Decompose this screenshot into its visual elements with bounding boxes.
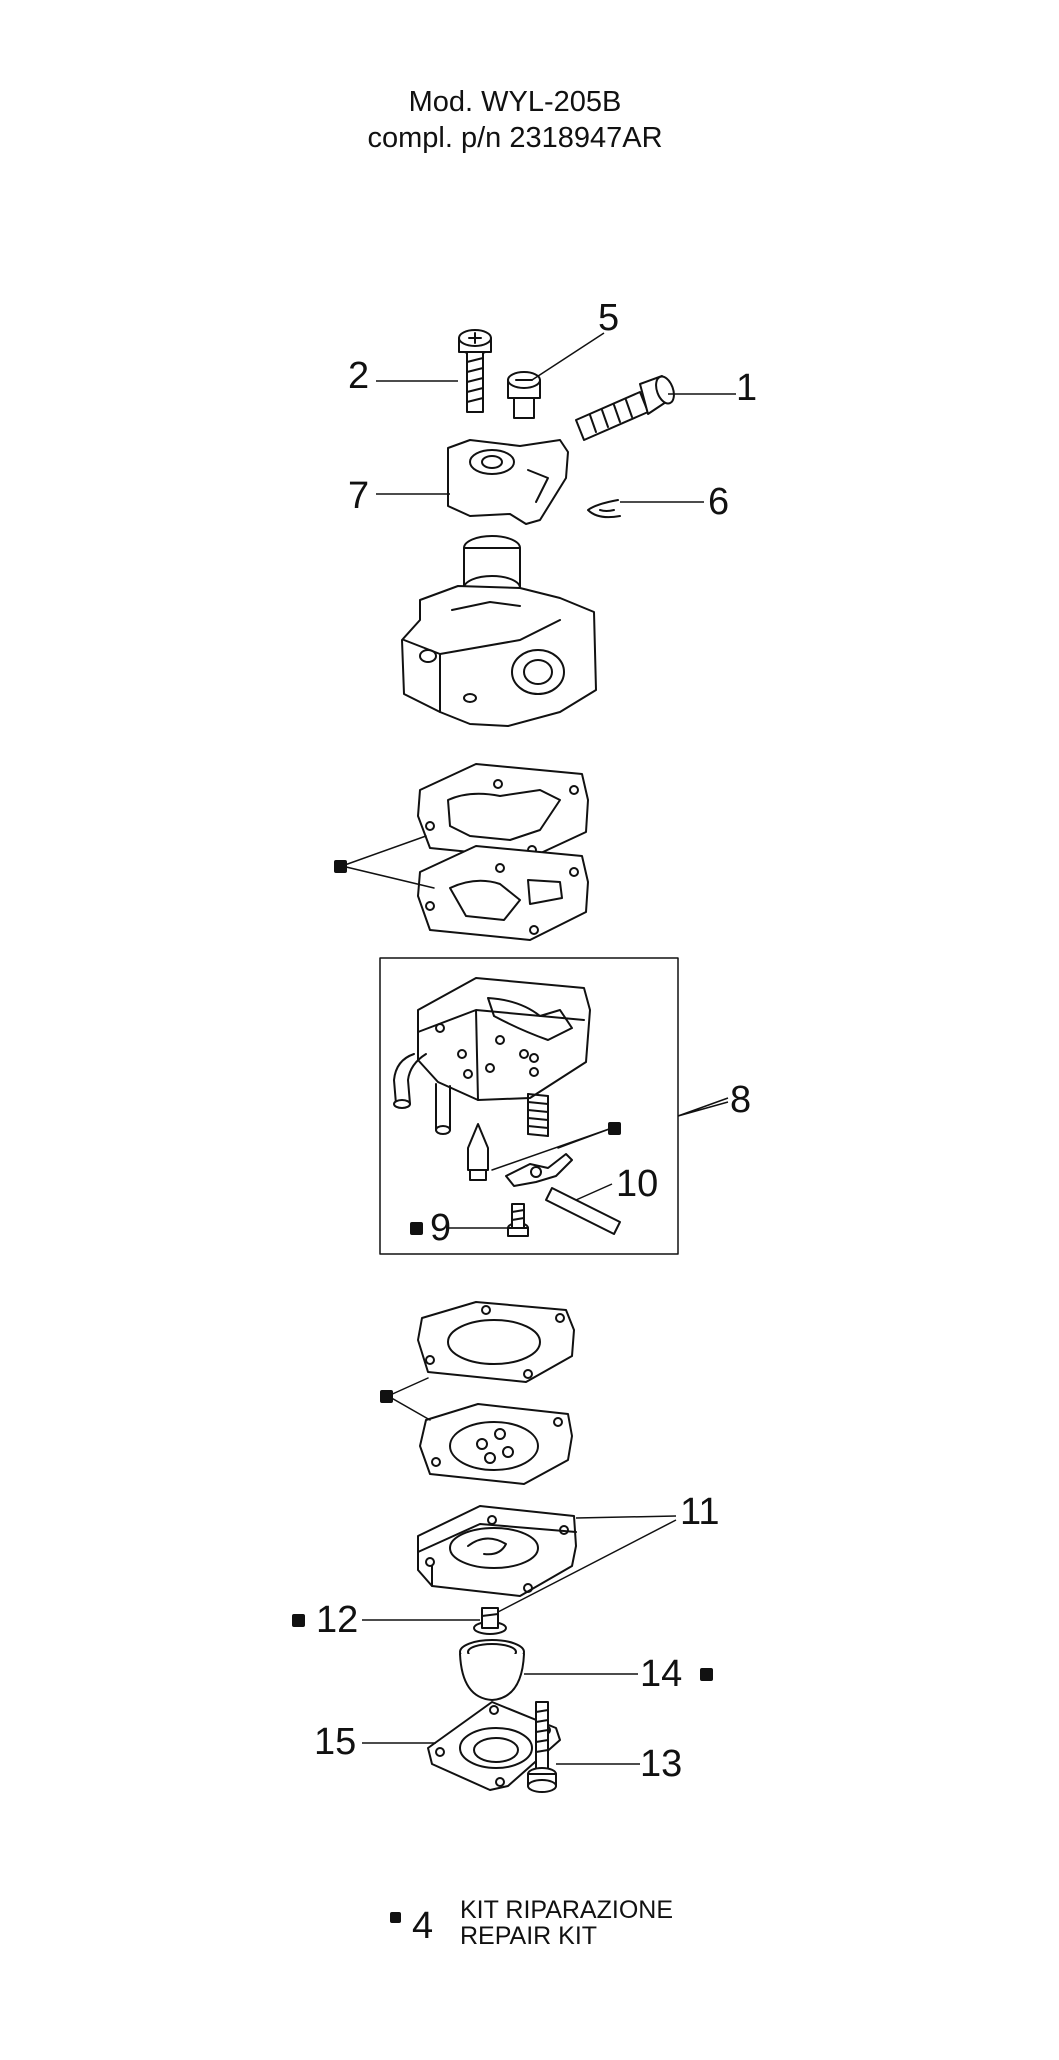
kit-leader-upper xyxy=(341,835,435,889)
legend-kit-en: REPAIR KIT xyxy=(460,1922,597,1950)
leader-5 xyxy=(531,332,605,381)
leader-11 xyxy=(497,1515,677,1613)
carburetor-body xyxy=(401,535,597,727)
upper-gasket-2 xyxy=(417,845,589,941)
part-8-pump-body xyxy=(393,977,591,1135)
diagram-header: Mod. WYL-205B compl. p/n 2318947AR xyxy=(0,84,1030,156)
upper-gasket-1 xyxy=(417,763,589,859)
callout-2: 2 xyxy=(348,355,369,397)
part-11-cover xyxy=(417,1505,577,1597)
part-1-screw xyxy=(575,375,675,441)
kit-marker-upper-gaskets xyxy=(334,860,347,873)
part-5-plug xyxy=(507,371,541,419)
callout-15: 15 xyxy=(314,1721,356,1763)
part-2-screw xyxy=(458,329,492,413)
callout-12: 12 xyxy=(316,1599,358,1641)
callout-14: 14 xyxy=(640,1653,682,1695)
diaphragm xyxy=(419,1403,573,1485)
kit-marker-9 xyxy=(410,1222,423,1235)
kit-marker-lower-gaskets xyxy=(380,1390,393,1403)
model-title: Mod. WYL-205B xyxy=(408,86,622,118)
part-9-screw xyxy=(507,1203,529,1237)
callout-13: 13 xyxy=(640,1743,682,1785)
part-10-pin xyxy=(545,1187,621,1235)
part-8-lever xyxy=(505,1153,573,1187)
part-8-box xyxy=(379,957,679,1255)
part-12-valve xyxy=(473,1607,507,1635)
part-number: compl. p/n 2318947AR xyxy=(367,122,663,154)
leader-10 xyxy=(575,1183,613,1201)
callout-1: 1 xyxy=(736,367,757,409)
callout-6: 6 xyxy=(708,481,729,523)
callout-5: 5 xyxy=(598,297,619,339)
legend-number: 4 xyxy=(412,1905,433,1947)
kit-marker-14 xyxy=(700,1668,713,1681)
lower-gasket xyxy=(417,1301,575,1383)
part-13-screw xyxy=(527,1701,557,1793)
kit-leader-lower xyxy=(387,1377,431,1421)
part-15-plate xyxy=(427,1701,561,1791)
kit-leader-8 xyxy=(491,1127,613,1171)
callout-8: 8 xyxy=(730,1079,751,1121)
callout-10: 10 xyxy=(616,1163,658,1205)
part-7-lever xyxy=(447,439,569,525)
part-8-needle xyxy=(467,1123,489,1181)
kit-marker-part-8 xyxy=(608,1122,621,1135)
legend-kit-marker xyxy=(390,1912,401,1923)
leader-8 xyxy=(677,1097,729,1117)
part-6-clip xyxy=(587,499,621,519)
callout-9: 9 xyxy=(430,1207,451,1249)
part-8-spring xyxy=(527,1093,549,1137)
part-14-primer-bulb xyxy=(459,1639,525,1701)
legend-kit-it: KIT RIPARAZIONE xyxy=(460,1896,673,1924)
kit-marker-12 xyxy=(292,1614,305,1627)
callout-7: 7 xyxy=(348,475,369,517)
callout-11: 11 xyxy=(680,1491,719,1533)
